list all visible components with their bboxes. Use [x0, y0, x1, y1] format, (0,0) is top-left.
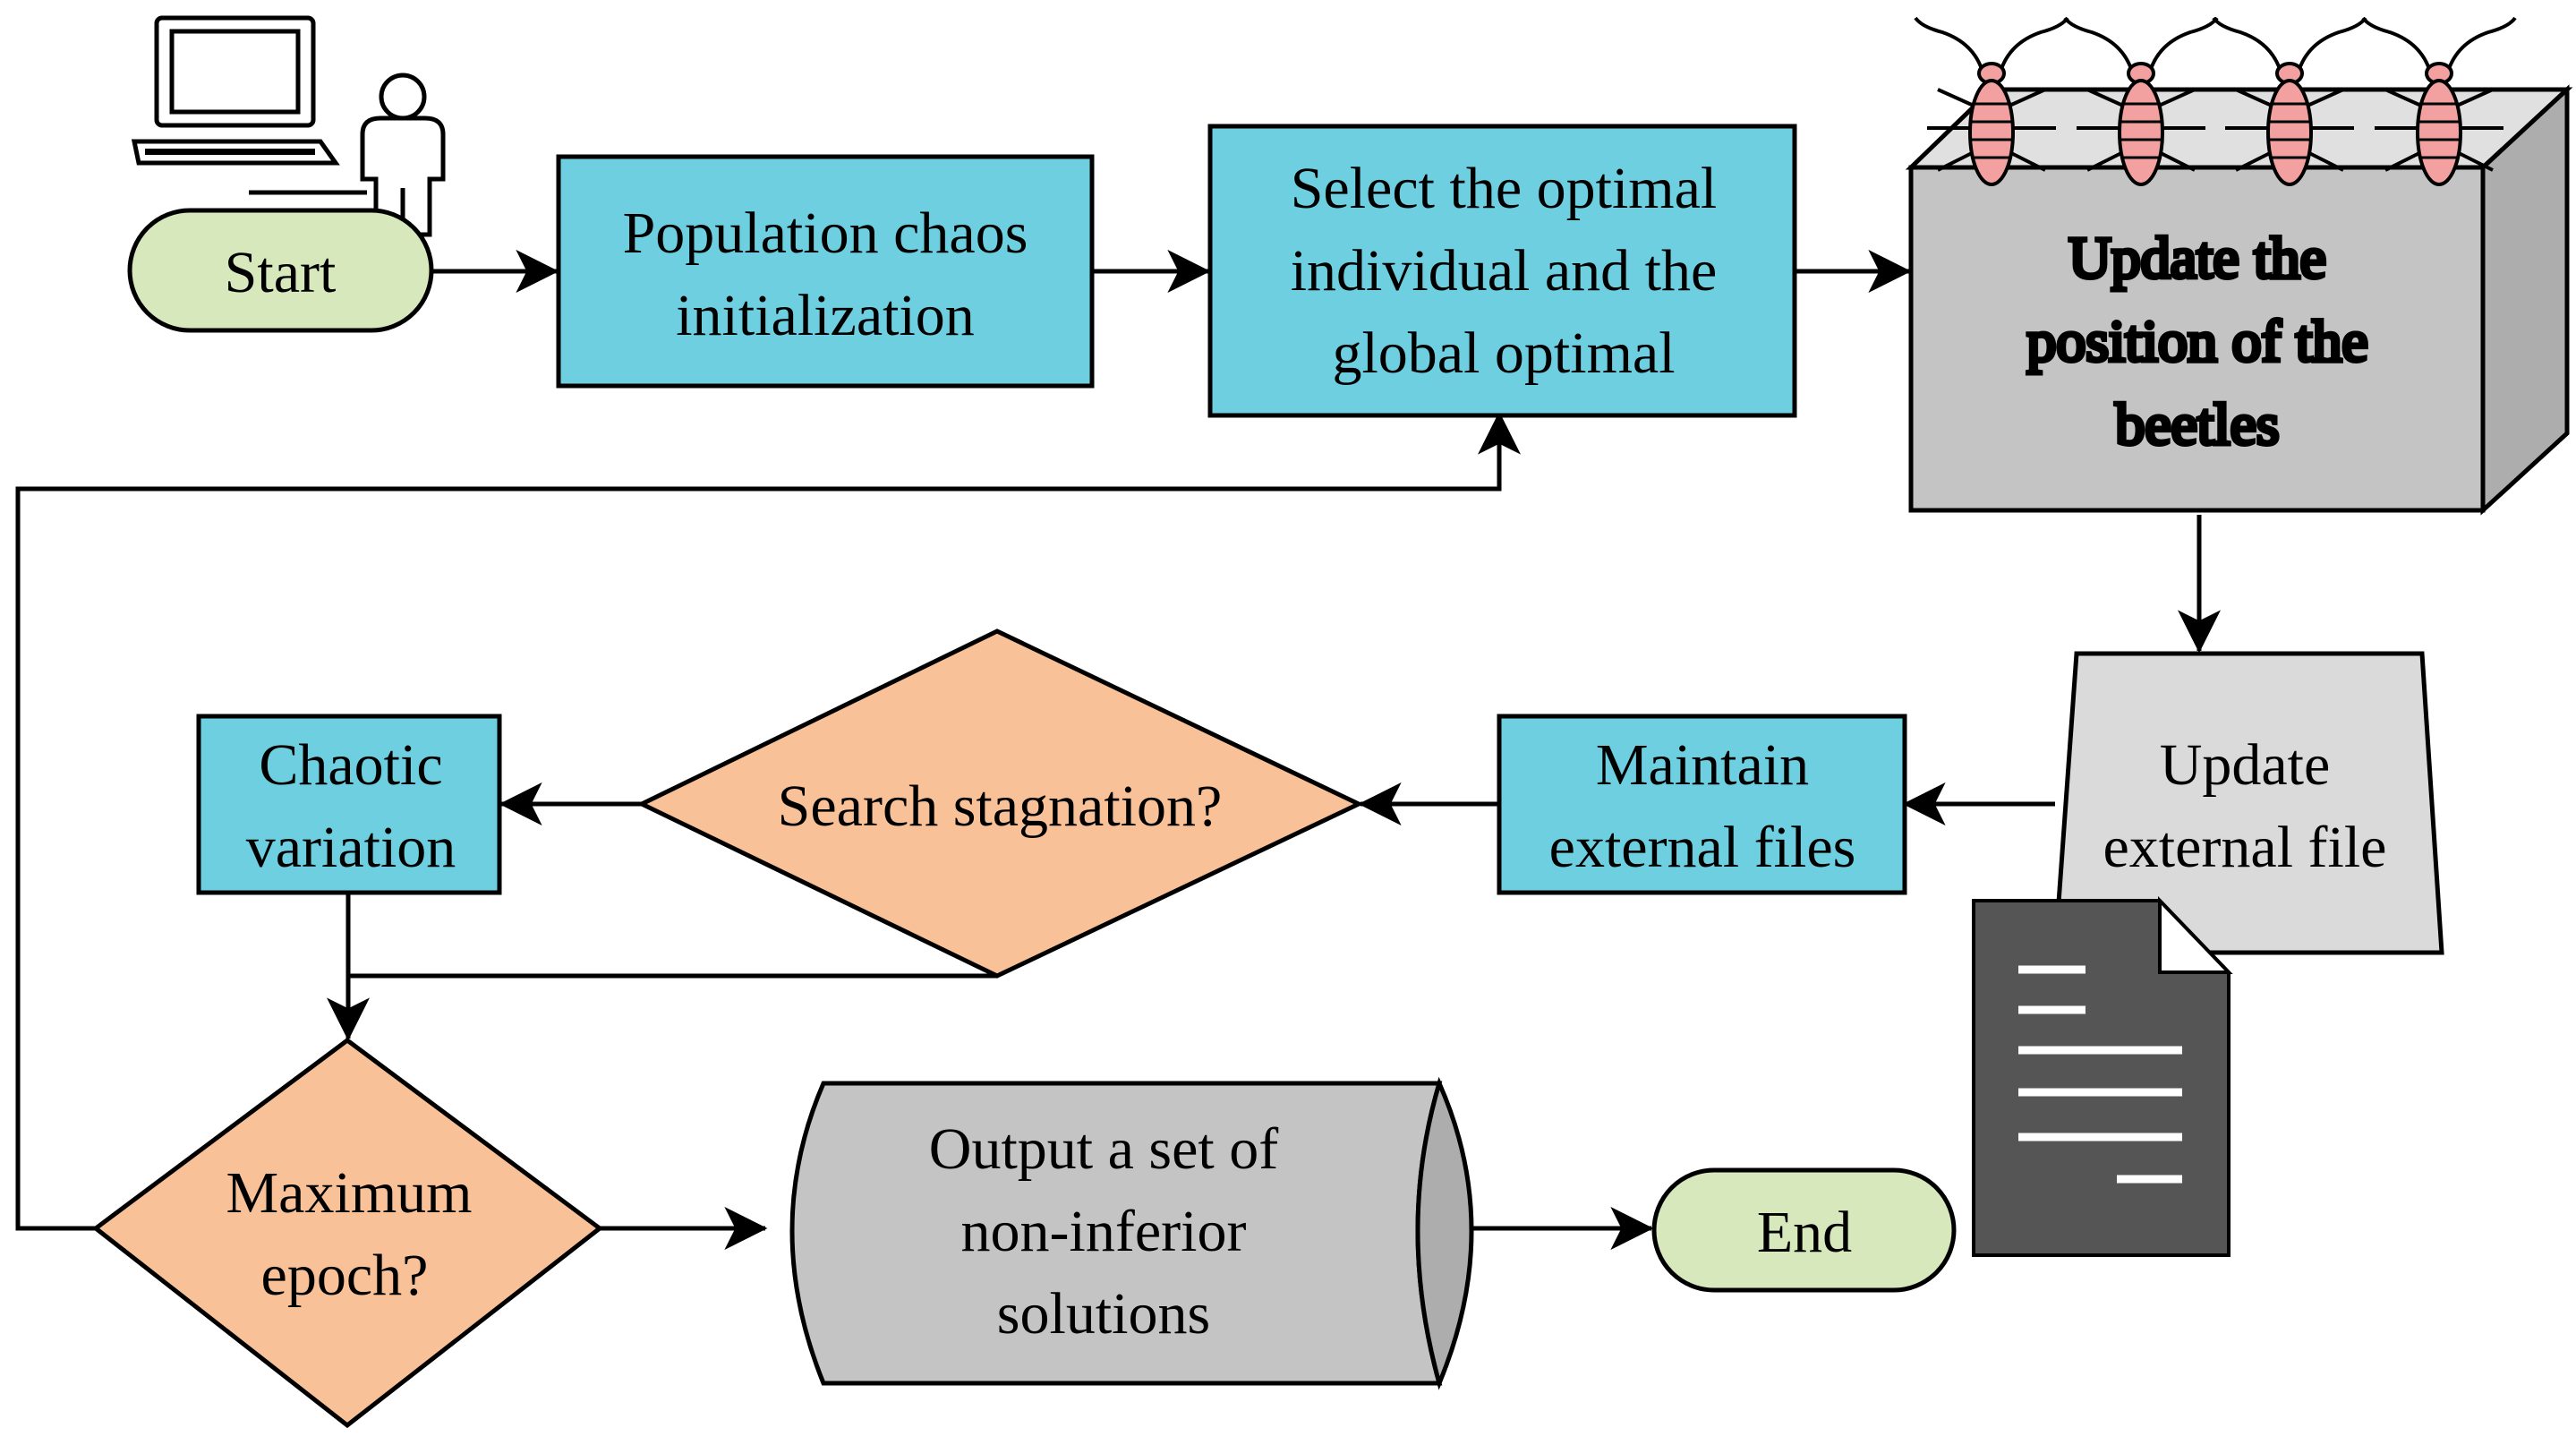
beetle-icon [2063, 16, 2219, 186]
process-maintain-external-files: Maintain external files [1497, 714, 1907, 895]
output-line-2: non-inferior [961, 1199, 1247, 1264]
start-terminal: Start [127, 208, 434, 333]
process-select-optimal: Select the optimal individual and the gl… [1207, 124, 1797, 418]
init-line-2: initialization [676, 283, 975, 348]
maintain-line-2: external files [1549, 815, 1856, 880]
select-line-1: Select the optimal [1291, 156, 1718, 221]
beetle-icon [1914, 16, 2069, 186]
end-terminal: End [1651, 1167, 1957, 1293]
update-file-line-1: Update [2160, 732, 2331, 798]
process-chaotic-variation: Chaotic variation [196, 714, 502, 895]
computer-user-icon [131, 15, 446, 237]
end-label: End [1757, 1200, 1852, 1265]
update-file-line-2: external file [2103, 815, 2387, 880]
process-population-chaos-init: Population chaos initialization [556, 154, 1095, 389]
decision-search-stagnation: Search stagnation? [636, 628, 1364, 979]
decision-maximum-epoch: Maximum epoch? [91, 1037, 604, 1429]
update-position-line-1: Update the [2068, 226, 2326, 291]
beetle-icons [1914, 16, 2517, 186]
select-line-3: global optimal [1332, 321, 1675, 386]
chaotic-line-1: Chaotic [259, 732, 442, 798]
select-line-2: individual and the [1291, 238, 1718, 304]
max-epoch-line-2: epoch? [261, 1243, 429, 1308]
chaotic-line-2: variation [246, 815, 456, 880]
max-epoch-line-1: Maximum [226, 1160, 473, 1226]
output-non-inferior-solutions: Output a set of non-inferior solutions [789, 1076, 1474, 1390]
arrow-max-epoch-loop-back [15, 411, 1521, 1231]
process-update-beetle-position: Update the position of the beetles [1905, 84, 2573, 516]
process-update-external-file: Update external file [2052, 651, 2444, 955]
start-label: Start [225, 240, 337, 305]
update-position-line-3: beetles [2115, 392, 2279, 457]
beetle-icon [2361, 16, 2517, 186]
output-line-3: solutions [997, 1281, 1210, 1347]
update-position-line-2: position of the [2026, 309, 2367, 374]
document-icon [1972, 896, 2233, 1257]
maintain-line-1: Maintain [1596, 732, 1809, 798]
connectors [15, 250, 2221, 1250]
box-front-face [1908, 165, 2486, 513]
beetle-icon [2212, 16, 2367, 186]
output-line-1: Output a set of [929, 1116, 1278, 1182]
init-line-1: Population chaos [623, 201, 1028, 266]
stagnation-label: Search stagnation? [778, 774, 1223, 839]
